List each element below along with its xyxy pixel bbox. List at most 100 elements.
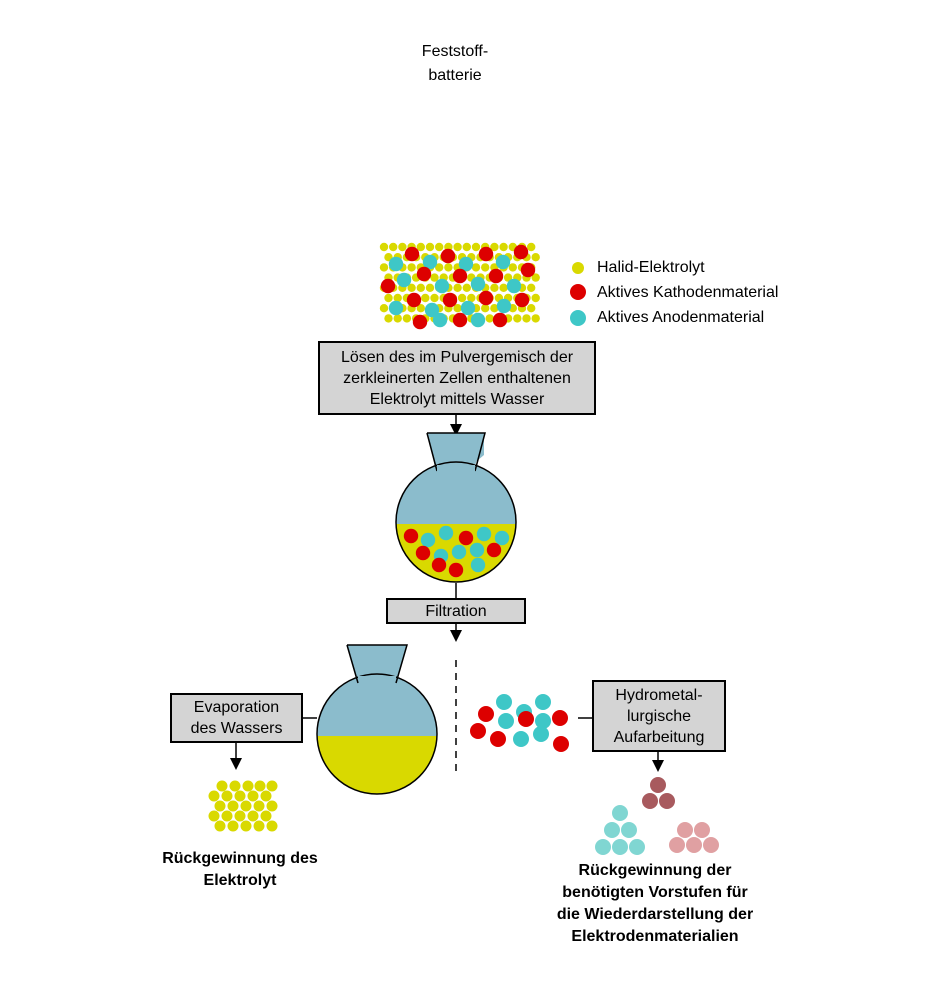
electrolyte-particle bbox=[435, 242, 444, 252]
electrolyte-particle bbox=[490, 242, 499, 252]
precursor-teal-particle bbox=[621, 822, 637, 838]
anode-particle bbox=[451, 544, 467, 560]
electrolyte-particle bbox=[531, 253, 540, 262]
electrolyte-particle bbox=[467, 293, 476, 303]
electrolyte-particle bbox=[481, 304, 490, 313]
electrolyte-particle bbox=[221, 790, 233, 802]
cathode-particle bbox=[492, 312, 508, 328]
electrolyte-particle bbox=[513, 314, 522, 323]
recovered-electrolyte-particles bbox=[208, 780, 278, 832]
electrolyte-particle bbox=[247, 790, 259, 802]
electrolyte-particle bbox=[260, 810, 272, 822]
electrolyte-particle bbox=[425, 283, 435, 292]
electrolyte-particle bbox=[416, 283, 425, 292]
anode-particle bbox=[498, 713, 514, 729]
electrolyte-particle bbox=[266, 800, 278, 812]
cathode-particle bbox=[518, 711, 534, 727]
cathode-particle bbox=[458, 530, 474, 546]
anode-particle bbox=[422, 254, 438, 270]
anode-particle bbox=[496, 298, 512, 314]
cathode-particle bbox=[416, 266, 432, 282]
electrolyte-particle bbox=[208, 810, 220, 822]
electrolyte-particle bbox=[407, 263, 416, 272]
electrolyte-particle bbox=[254, 780, 266, 792]
legend-label-electrolyte: Halid-Elektrolyt bbox=[597, 259, 705, 276]
cathode-particle bbox=[442, 292, 458, 308]
electrolyte-particle bbox=[214, 800, 226, 812]
electrolyte-particle bbox=[227, 820, 239, 832]
precursor-dark-particle bbox=[650, 777, 666, 793]
electrolyte-particle bbox=[208, 790, 220, 802]
anode-particle bbox=[460, 300, 476, 316]
precursor-dark-particle bbox=[659, 793, 675, 809]
electrolyte-particle bbox=[266, 820, 278, 832]
electrolyte-particle bbox=[527, 304, 536, 313]
electrolyte-particle bbox=[229, 780, 241, 792]
outcome-precursors: Rückgewinnung der benötigten Vorstufen f… bbox=[556, 862, 754, 945]
electrolyte-particle bbox=[508, 263, 517, 272]
electrolyte-particle bbox=[462, 242, 471, 252]
step-filtration-box: Filtration bbox=[386, 598, 526, 624]
anode-particle bbox=[496, 694, 512, 710]
electrolyte-particle bbox=[481, 263, 490, 272]
electrolyte-particle bbox=[490, 304, 499, 313]
electrolyte-particle bbox=[379, 304, 389, 313]
electrolyte-particle bbox=[435, 263, 444, 272]
electrolyte-particle bbox=[453, 283, 462, 292]
precursor-light-particle bbox=[694, 822, 710, 838]
cathode-particle bbox=[490, 731, 506, 747]
cathode-particle bbox=[412, 314, 428, 330]
cathode-particle bbox=[514, 292, 530, 308]
electrolyte-particle bbox=[227, 800, 239, 812]
cathode-particle bbox=[513, 244, 529, 260]
electrolyte-particle bbox=[457, 293, 467, 303]
precursor-light-particle bbox=[669, 837, 685, 853]
cathode-particle bbox=[488, 268, 504, 284]
anode-particle bbox=[495, 254, 511, 270]
cathode-particle bbox=[478, 706, 494, 722]
electrolyte-particle bbox=[416, 304, 425, 313]
anode-particle bbox=[513, 731, 529, 747]
electrolyte-particle bbox=[384, 314, 393, 323]
precursor-light-particle bbox=[677, 822, 693, 838]
evaporation-flask bbox=[316, 644, 438, 795]
electrolyte-particle bbox=[490, 283, 499, 292]
legend-dot-cathode bbox=[570, 284, 586, 300]
anode-particle bbox=[470, 557, 486, 573]
anode-particle bbox=[535, 694, 551, 710]
precursor-piles bbox=[595, 777, 719, 855]
cathode-particle bbox=[431, 557, 447, 573]
electrolyte-particle bbox=[247, 810, 259, 822]
electrolyte-particle bbox=[234, 810, 246, 822]
electrolyte-particle bbox=[444, 263, 453, 272]
cathode-particle bbox=[452, 268, 468, 284]
precursor-teal-particle bbox=[595, 839, 611, 855]
anode-particle bbox=[420, 532, 436, 548]
electrolyte-particle bbox=[430, 273, 439, 282]
precursor-teal-particle bbox=[629, 839, 645, 855]
cathode-particle bbox=[403, 528, 419, 544]
anode-particle bbox=[396, 272, 412, 288]
electrolyte-particle bbox=[527, 283, 536, 292]
electrolyte-particle bbox=[242, 780, 254, 792]
electrolyte-particle bbox=[398, 242, 407, 252]
cathode-particle bbox=[552, 710, 568, 726]
electrolyte-particle bbox=[379, 242, 389, 252]
electrolyte-particle bbox=[499, 283, 508, 292]
cathode-particle bbox=[470, 723, 486, 739]
electrolyte-particle bbox=[485, 314, 494, 323]
electrolyte-particle bbox=[221, 810, 233, 822]
legend-label-anode: Aktives Anodenmaterial bbox=[597, 309, 765, 326]
precursor-teal-particle bbox=[612, 805, 628, 821]
legend-label-cathode: Aktives Kathodenmaterial bbox=[597, 284, 779, 301]
electrolyte-particle bbox=[453, 304, 462, 313]
electrolyte-particle bbox=[384, 293, 393, 303]
anode-particle bbox=[533, 726, 549, 742]
electrolyte-particle bbox=[393, 314, 402, 323]
legend-dot-electrolyte bbox=[572, 262, 584, 274]
anode-particle bbox=[458, 256, 474, 272]
cathode-particle bbox=[404, 246, 420, 262]
cathode-particle bbox=[452, 312, 468, 328]
anode-particle bbox=[424, 302, 440, 318]
